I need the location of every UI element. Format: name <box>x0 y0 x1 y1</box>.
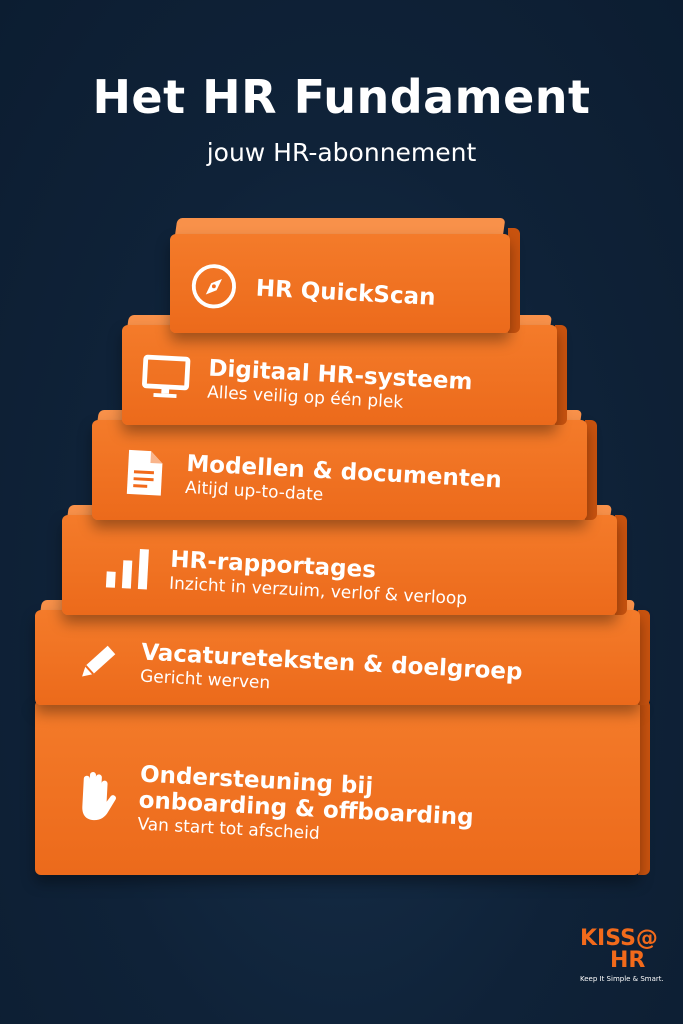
layer-modellen: Modellen & documenten Aitijd up-to-date <box>92 410 597 520</box>
page-title: Het HR Fundament <box>92 70 591 124</box>
layer-title: HR QuickScan <box>255 275 437 311</box>
document-icon <box>119 447 169 497</box>
kiss-hr-logo: KISS@ HR Keep It Simple & Smart. <box>580 926 664 984</box>
compass-icon <box>189 261 239 311</box>
page-subtitle: jouw HR-abonnement <box>206 138 477 167</box>
layer-quickscan: HR QuickScan <box>170 218 520 333</box>
bar-chart-icon <box>103 543 153 593</box>
hand-icon <box>72 771 122 821</box>
layer-onboarding: Ondersteuning bij onboarding & offboardi… <box>35 690 650 875</box>
layer-vacatures: Vacatureteksten & doelgroep Gericht werv… <box>35 600 650 705</box>
pencil-icon <box>74 636 124 686</box>
monitor-icon <box>141 352 191 402</box>
layer-rapportages: HR-rapportages Inzicht in verzuim, verlo… <box>62 505 627 615</box>
layer-digitaal: Digitaal HR-systeem Alles veilig op één … <box>122 315 567 425</box>
